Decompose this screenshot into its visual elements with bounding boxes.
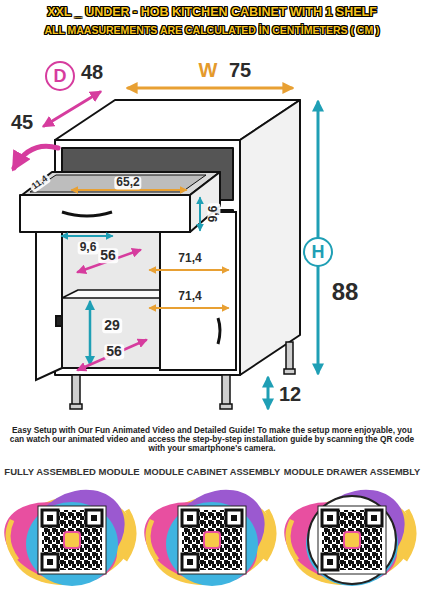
dimension: 65,2 xyxy=(114,176,141,189)
illustration-part xyxy=(62,235,112,237)
dimension: 71,4 xyxy=(176,290,203,303)
cabinet-body xyxy=(55,100,300,375)
dimension-circle: H xyxy=(303,237,333,267)
dimension-circle: D xyxy=(45,61,75,91)
illustration-part xyxy=(222,375,230,405)
illustration-part xyxy=(150,307,228,309)
dimension: 29 xyxy=(102,318,122,333)
illustration-part xyxy=(56,316,62,326)
dimension-letter: D xyxy=(54,67,67,85)
qr-codes xyxy=(0,473,422,597)
dimension-letter: H xyxy=(312,243,325,261)
dimension: 48 xyxy=(79,61,105,83)
dimension: 9,6 xyxy=(78,241,99,254)
illustration-part xyxy=(284,369,295,374)
illustration-part xyxy=(70,404,82,409)
qr-heading: FULLY ASSEMBLED MODULE xyxy=(4,467,139,477)
illustration-part xyxy=(22,172,220,195)
dimension-letter: W xyxy=(197,59,220,81)
dimension-arrows xyxy=(14,88,318,408)
right-door xyxy=(160,212,236,370)
left-door-open xyxy=(36,212,62,380)
illustration-part xyxy=(190,172,220,232)
qr-heading: MODULE DRAWER ASSEMBLY xyxy=(284,467,421,477)
illustration-part xyxy=(160,212,236,370)
dimension: 75 xyxy=(227,59,253,81)
illustration-part xyxy=(240,100,300,375)
dimension: 9,6 xyxy=(207,204,220,225)
illustration-part xyxy=(128,87,292,90)
illustration-part xyxy=(218,318,220,344)
illustration-part xyxy=(20,195,190,232)
illustration-part xyxy=(62,212,112,216)
instruction-text: Easy Setup with Our Fun Animated Video a… xyxy=(7,426,417,453)
title: XXL _ UNDER - HOB KITCHEN CABINET WITH 1… xyxy=(47,6,377,20)
dimension: 88 xyxy=(330,279,361,305)
illustration-part xyxy=(72,375,80,405)
legs xyxy=(70,342,295,409)
illustration-part xyxy=(38,506,106,574)
subtitle: ALL MAASUREMENTS ARE CALCULATED İN CENTİ… xyxy=(44,25,379,37)
illustration-part xyxy=(78,340,146,370)
qr-heading: MODULE CABINET ASSEMBLY xyxy=(144,467,281,477)
illustration-part xyxy=(14,146,58,168)
illustration-part xyxy=(134,473,282,597)
illustration-part xyxy=(274,473,422,597)
illustration-part xyxy=(178,506,246,574)
illustration-part xyxy=(286,342,293,370)
illustration-part xyxy=(150,269,228,271)
illustration-part xyxy=(36,212,62,380)
illustration-part xyxy=(89,302,92,364)
dimension: 12 xyxy=(277,383,303,405)
illustration-part xyxy=(199,198,201,230)
illustration-part xyxy=(318,506,386,574)
dimension: 56 xyxy=(104,344,124,359)
illustration-part xyxy=(308,496,396,584)
dimension: 71,4 xyxy=(176,252,203,265)
illustration-part xyxy=(267,378,270,408)
illustration-part xyxy=(0,473,142,597)
drawer xyxy=(20,172,220,232)
illustration-part xyxy=(220,404,232,409)
illustration-part xyxy=(30,175,206,192)
dimension: 56 xyxy=(98,248,118,263)
illustration-part xyxy=(44,92,100,126)
dimension: 45 xyxy=(9,111,35,133)
